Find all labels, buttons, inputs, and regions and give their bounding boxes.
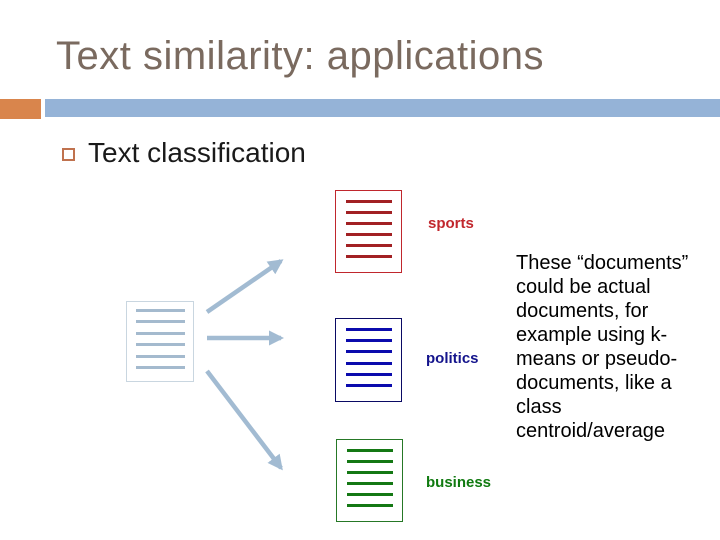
bullet-text: Text classification [88,137,306,168]
politics-label: politics [426,350,479,367]
slide-title: Text similarity: applications [56,34,544,78]
title-bar-underline [45,99,720,117]
bullet-square-icon [62,148,75,161]
arrow-to-business [205,369,283,471]
sports-document-icon [335,190,402,273]
business-label: business [426,474,492,491]
title-bar-accent-block [0,99,41,119]
politics-document-icon [335,318,402,402]
source-document-icon [126,301,194,382]
arrow-to-sports [205,259,284,314]
sports-label: sports [428,215,474,232]
annotation-note: These “documents” could be actual docume… [516,252,689,442]
business-document-icon [336,439,403,522]
